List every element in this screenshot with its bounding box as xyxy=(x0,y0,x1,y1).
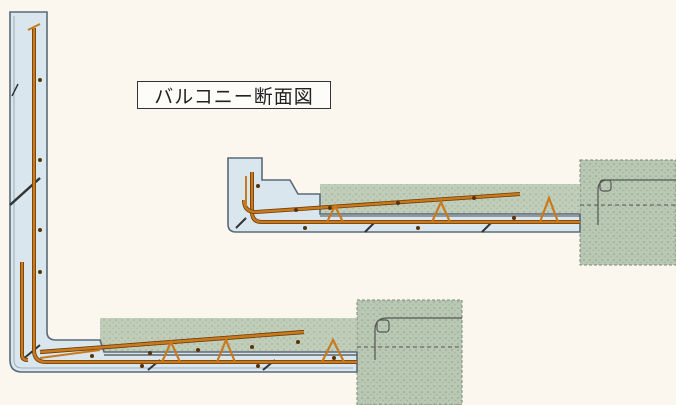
rebar-cross-sections xyxy=(38,78,336,368)
vertical-rebars xyxy=(20,23,357,364)
small-concrete-slab xyxy=(227,157,581,233)
small-rebar-cross-sections xyxy=(256,184,516,230)
concrete-parapet-and-slab xyxy=(9,11,358,373)
building-structure-upper xyxy=(320,159,676,266)
small-rebar-chairs xyxy=(326,194,560,223)
diagram-title: バルコニー断面図 xyxy=(137,81,331,109)
rebar-chairs xyxy=(160,337,345,363)
small-rebars xyxy=(242,172,580,224)
